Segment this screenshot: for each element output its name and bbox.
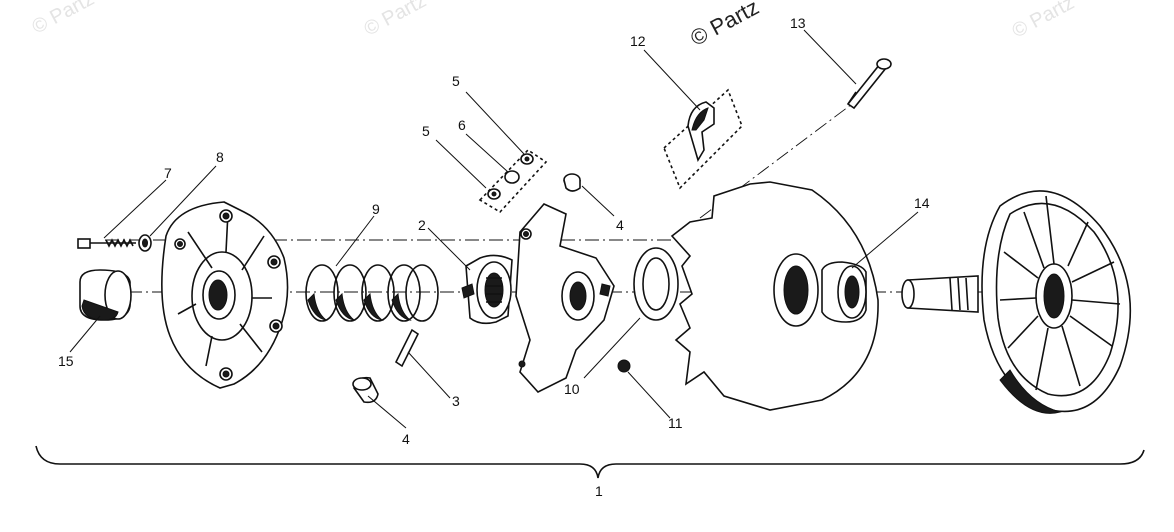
callout-3: 3 <box>452 393 460 409</box>
callout-10: 10 <box>564 381 580 397</box>
part-4-roller-upper <box>563 173 581 192</box>
callout-13: 13 <box>790 15 806 31</box>
fixed-sheave-wheel <box>901 190 1132 414</box>
part-3-pin <box>394 328 420 368</box>
callout-14: 14 <box>914 195 930 211</box>
spider-assembly <box>515 203 615 393</box>
callout-12: 12 <box>630 33 646 49</box>
callout-4-upper: 4 <box>616 217 624 233</box>
callout-6: 6 <box>458 117 466 133</box>
callout-5-left: 5 <box>422 123 430 139</box>
part-11-nut <box>617 359 631 373</box>
callout-9: 9 <box>372 201 380 217</box>
parts-5-6-hardware <box>478 148 548 214</box>
callout-11: 11 <box>668 415 683 431</box>
part-4-roller-lower <box>352 376 379 404</box>
callout-2: 2 <box>418 217 426 233</box>
leader-lines <box>69 29 919 429</box>
part-8-washer <box>138 234 152 252</box>
callout-4-lower: 4 <box>402 431 410 447</box>
part-10-washer <box>633 247 679 321</box>
callout-labels: 1 2 3 4 4 5 5 6 7 8 9 10 11 12 13 14 15 <box>58 15 930 499</box>
callout-1: 1 <box>595 483 603 499</box>
callout-15: 15 <box>58 353 74 369</box>
callout-8: 8 <box>216 149 224 165</box>
main-sheave <box>670 181 879 411</box>
cover-plate <box>161 201 289 389</box>
assembly-bracket <box>35 445 1145 479</box>
part-15-bushing <box>79 269 132 321</box>
part-13-bolt <box>846 58 892 110</box>
part-9-spring <box>305 264 439 322</box>
callout-7: 7 <box>164 165 172 181</box>
part-7-bolt <box>77 238 136 249</box>
part-2-sleeve <box>461 254 513 325</box>
callout-5-top: 5 <box>452 73 460 89</box>
part-12-slider <box>663 88 743 190</box>
